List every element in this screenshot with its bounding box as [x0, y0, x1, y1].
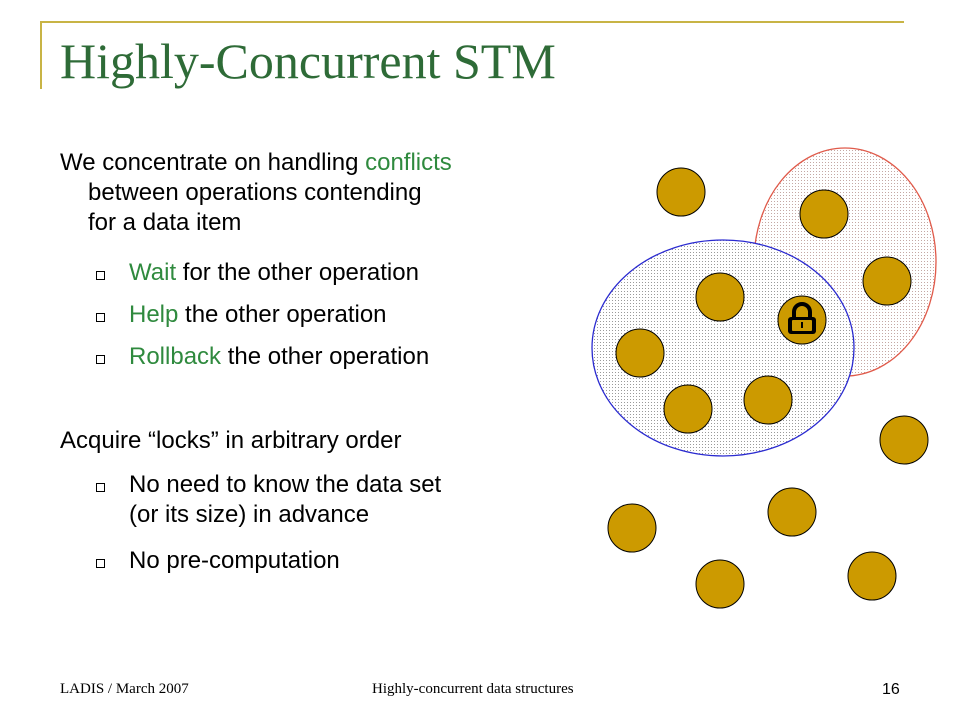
- paragraph-line-1: We concentrate on handling conflicts: [60, 148, 560, 178]
- data-node: [862, 256, 912, 306]
- bullet-text: for the other operation: [176, 259, 419, 286]
- paragraph-line-2: between operations contending: [88, 179, 422, 206]
- square-bullet-icon: [96, 559, 105, 568]
- data-node: [847, 551, 897, 601]
- data-node: [767, 487, 817, 537]
- frame-top-rule: [40, 21, 904, 23]
- data-node: [743, 375, 793, 425]
- highlight-wait: Wait: [129, 259, 177, 286]
- highlight-help: Help: [129, 301, 179, 328]
- footer-title: Highly-concurrent data structures: [372, 681, 574, 697]
- data-node: [879, 415, 929, 465]
- data-node: [615, 328, 665, 378]
- bullet-text: the other operation: [221, 343, 430, 370]
- page-number: 16: [882, 681, 900, 698]
- bullet-line-1: No need to know the data set: [129, 471, 442, 498]
- highlight-conflicts: conflicts: [365, 149, 452, 176]
- square-bullet-icon: [96, 483, 105, 492]
- data-node: [607, 503, 657, 553]
- square-bullet-icon: [96, 355, 105, 364]
- bullet-text: the other operation: [178, 301, 387, 328]
- highlight-rollback: Rollback: [129, 343, 222, 370]
- paragraph-line-3: for a data item: [88, 209, 242, 236]
- square-bullet-icon: [96, 313, 105, 322]
- bullet-line-1: No pre-computation: [129, 547, 340, 574]
- data-node: [663, 384, 713, 434]
- square-bullet-icon: [96, 271, 105, 280]
- data-node: [695, 559, 745, 609]
- data-node: [695, 272, 745, 322]
- bullet-line-2: (or its size) in advance: [129, 501, 370, 528]
- footer-event: LADIS / March 2007: [60, 681, 189, 697]
- data-node: [799, 189, 849, 239]
- text-prefix: We concentrate on handling: [60, 149, 366, 176]
- paragraph-locks: Acquire “locks” in arbitrary order: [60, 427, 402, 454]
- padlock-icon: [788, 302, 816, 334]
- paragraph-conflicts: We concentrate on handling conflicts bet…: [60, 148, 560, 238]
- frame-left-rule: [40, 21, 42, 89]
- slide-title: Highly-Concurrent STM: [60, 33, 556, 89]
- data-node: [656, 167, 706, 217]
